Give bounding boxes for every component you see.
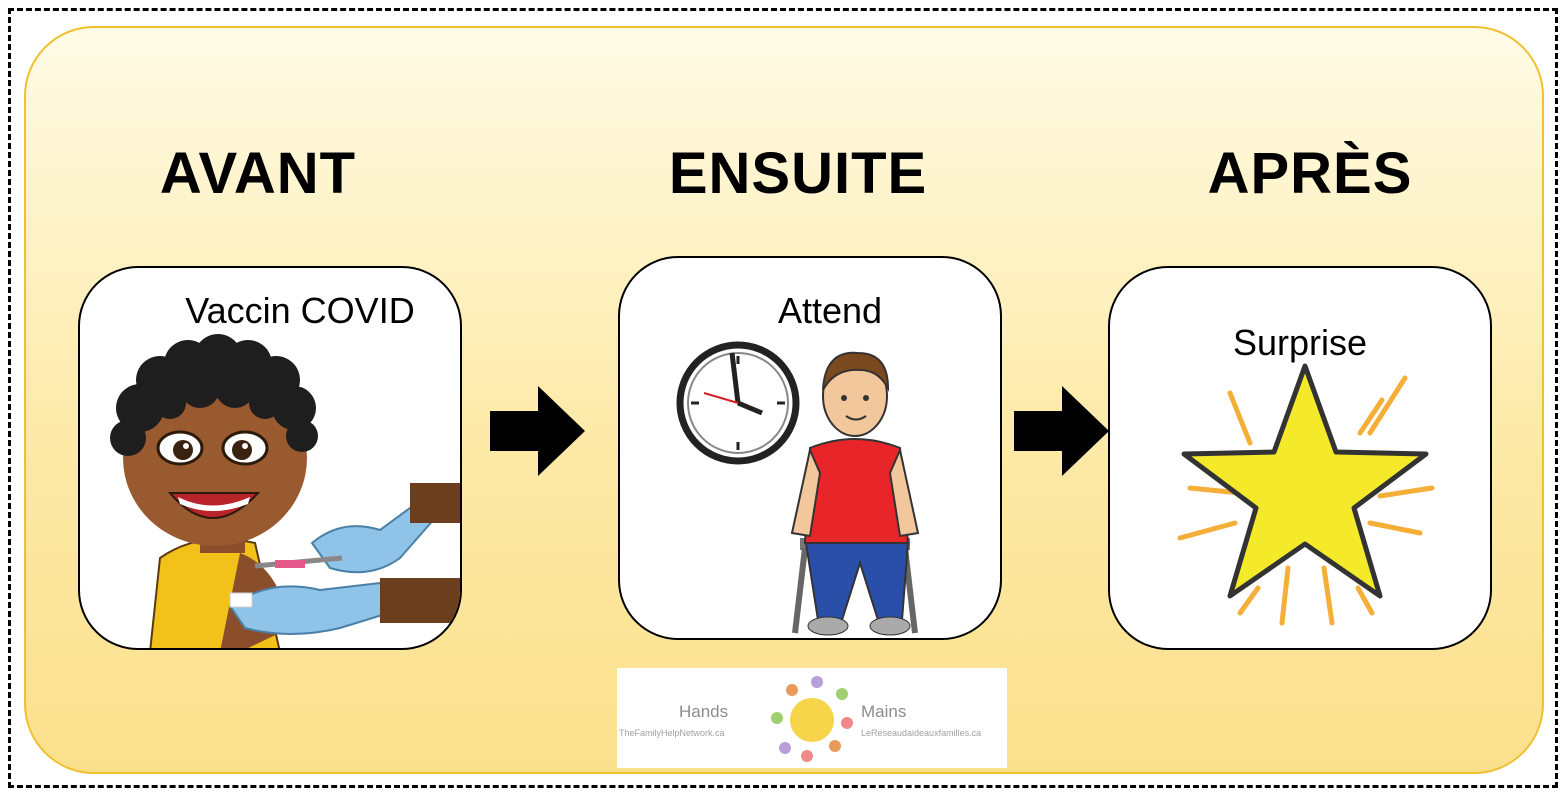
card-wait: Attend [618, 256, 1002, 640]
heading-ensuite: ENSUITE [668, 141, 928, 206]
logo-left-word: Hands [679, 702, 729, 721]
sun-hands-icon [771, 676, 853, 762]
card-surprise: Surprise [1108, 266, 1492, 650]
logo-right-url: LeReseaudaideauxfamilles.ca [861, 728, 982, 738]
card-label-wait: Attend [777, 290, 883, 331]
card-label-vaccine: Vaccin COVID [185, 290, 415, 331]
logo-left-url: TheFamilyHelpNetwork.ca [619, 728, 725, 738]
card-vaccine: Vaccin COVID [78, 266, 462, 650]
dashed-frame [8, 8, 1558, 788]
clock-icon [676, 341, 800, 465]
heading-avant: AVANT [159, 141, 357, 206]
vaccination-illustration [110, 334, 460, 648]
seated-boy-icon [790, 351, 920, 636]
arrow-right-icon [490, 386, 585, 476]
logo-right-word: Mains [861, 702, 907, 721]
hands-mains-logo: Hands Mains TheFamilyHelpNetwork.ca LeRe… [617, 668, 1007, 768]
heading-apres: APRÈS [1207, 141, 1413, 206]
arrow-right-icon [1014, 386, 1109, 476]
clock-and-boy-illustration [676, 341, 920, 636]
star-icon [1177, 363, 1435, 626]
card-label-surprise: Surprise [1232, 322, 1368, 363]
